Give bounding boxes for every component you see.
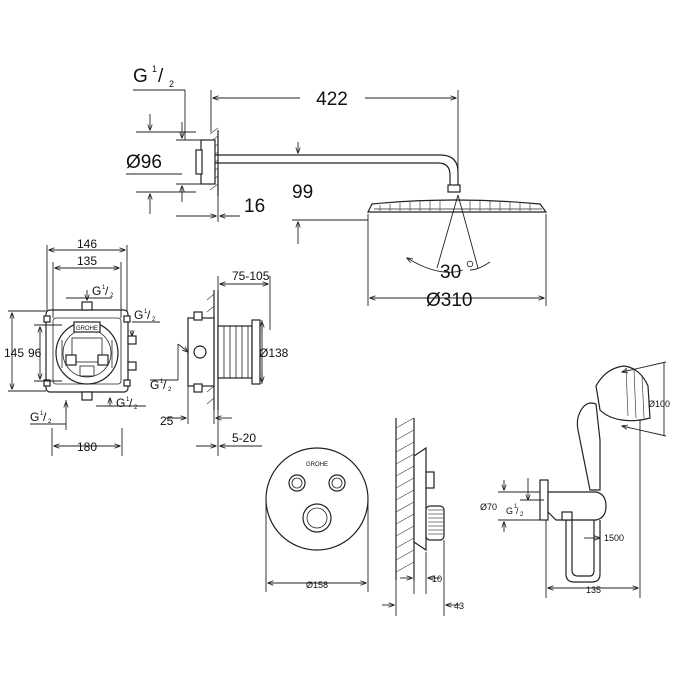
svg-text:/: / — [163, 378, 167, 392]
hand-shower-handle — [576, 402, 601, 491]
svg-text:2: 2 — [168, 387, 172, 393]
trim-plate — [265, 447, 369, 551]
box-bottom-thread-right: G — [116, 396, 125, 410]
trim-plate-side — [413, 446, 427, 552]
arm-thread-label: G — [133, 66, 148, 87]
trim-button-left — [288, 474, 306, 492]
trim-projection-label: 43 — [454, 601, 464, 611]
svg-text:1: 1 — [126, 397, 130, 403]
svg-text:1: 1 — [102, 285, 106, 291]
hand-head-dia-label: Ø100 — [648, 399, 670, 409]
box-logo: GROHE — [76, 326, 98, 332]
hose-length-label: 1500 — [604, 533, 624, 543]
svg-text:1: 1 — [514, 504, 518, 510]
arm-thread-den: 2 — [169, 79, 174, 89]
box-right-thread: G — [134, 308, 143, 322]
trim-thickness-label: 10 — [432, 574, 442, 584]
svg-text:/: / — [147, 308, 151, 322]
box-height-outer-label: 145 — [4, 346, 24, 360]
wall-offset-label: 16 — [244, 196, 265, 217]
box-top-thread: G — [92, 284, 101, 298]
shower-arm-drawing: 422 G 1 / 2 Ø96 16 99 30 — [126, 64, 548, 311]
svg-text:/: / — [158, 66, 164, 87]
trim-handle — [302, 503, 332, 533]
svg-text:/: / — [105, 284, 109, 298]
arm-thread-num: 1 — [152, 64, 157, 74]
side-thread-label: G — [150, 378, 159, 392]
svg-text:2: 2 — [48, 419, 52, 425]
hand-projection-label: 135 — [586, 585, 601, 595]
trim-dia-label: Ø158 — [306, 580, 328, 590]
wall-flange — [200, 139, 216, 185]
box-width-inner-label: 135 — [77, 254, 97, 268]
depth-range-label: 75-105 — [232, 269, 270, 283]
svg-text:2: 2 — [110, 293, 114, 299]
flange-nut — [195, 149, 203, 175]
svg-text:2: 2 — [152, 317, 156, 323]
svg-text:1: 1 — [144, 309, 148, 315]
trim-front-view: GROHE Ø158 — [265, 447, 369, 592]
svg-text:1: 1 — [160, 379, 164, 385]
svg-text:/: / — [129, 396, 133, 410]
trim-logo: GROHE — [306, 462, 328, 468]
svg-text:2: 2 — [520, 512, 524, 518]
ball-joint — [447, 184, 461, 193]
arm-length-label: 422 — [316, 89, 348, 110]
cover-range-label: 5-20 — [232, 431, 256, 445]
trim-button-right — [328, 474, 346, 492]
shower-arm — [215, 154, 459, 185]
shower-head — [367, 199, 548, 213]
svg-text:/: / — [43, 410, 47, 424]
trim-handle-side — [425, 505, 445, 541]
shower-hose — [565, 520, 601, 583]
svg-text:/: / — [516, 506, 519, 516]
flange-dia-label: Ø96 — [126, 152, 162, 173]
shower-holder — [547, 491, 607, 521]
box-bottom-width-label: 180 — [77, 440, 97, 454]
hand-thread-label: G — [506, 506, 513, 516]
hand-shower-head — [595, 365, 651, 422]
body-dia-label: Ø138 — [259, 346, 289, 360]
box-width-outer-label: 146 — [77, 237, 97, 251]
valve-body — [217, 325, 253, 379]
base-depth-label: 25 — [160, 414, 174, 428]
trim-side-view: 10 43 — [382, 417, 464, 616]
box-height-inner-label: 96 — [28, 346, 42, 360]
head-dia-label: Ø310 — [426, 290, 472, 311]
hand-shower-view: Ø100 Ø70 G 1 / 2 1500 135 — [480, 361, 670, 598]
rough-in-box-front: GROHE 146 135 G 1 / 2 — [4, 237, 160, 456]
svg-text:2: 2 — [134, 405, 138, 411]
drop-height-label: 99 — [292, 182, 313, 203]
rough-in-side-view: 75-105 Ø138 G 1 / 2 25 5-20 — [150, 269, 289, 456]
box-bottom-thread-left: G — [30, 410, 39, 424]
box-logo-plate — [73, 321, 101, 333]
elbow-dia-label: Ø70 — [480, 502, 497, 512]
svg-text:1: 1 — [40, 411, 44, 417]
tilt-angle-label: 30 — [440, 262, 461, 283]
